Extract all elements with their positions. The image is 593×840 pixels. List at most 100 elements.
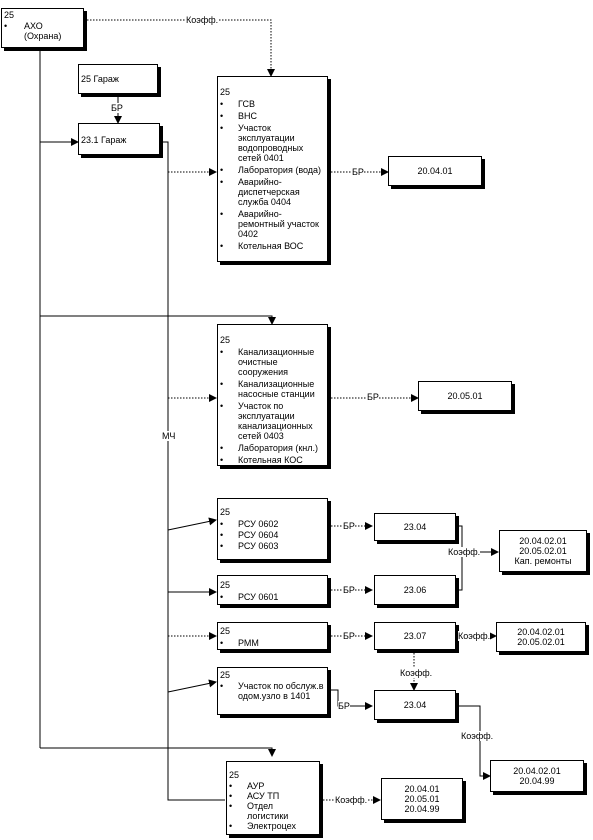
- box-sewer-code: 25: [220, 335, 231, 345]
- box-water: 25 ГСВ ВНС Участок эксплуатации водопров…: [217, 76, 328, 262]
- box-2304-title: 23.04: [403, 522, 427, 532]
- box-2306: 23.06: [374, 575, 456, 605]
- list-item: Аварийно-ремонтный участок 0402: [218, 209, 326, 239]
- box-rsu-3: 25 РСУ 0602 РСУ 0604 РСУ 0603: [217, 498, 328, 560]
- box-kap-remont: 20.04.02.01 20.05.02.01 Кап. ремонты: [499, 530, 587, 572]
- list-item: Отдел логистики: [227, 801, 297, 821]
- list-item: Аварийно-диспетчерская служба 0404: [218, 177, 326, 207]
- label-koef-b2304: Коэфф.: [461, 731, 494, 741]
- connector-mch-vodouzel: [167, 679, 217, 693]
- box-line: Кап. ремонты: [514, 556, 572, 566]
- box-line: 20.04.99: [404, 804, 440, 814]
- list-item: РСУ 0601: [218, 592, 326, 602]
- box-line: 20.05.02.01: [517, 637, 565, 647]
- box-water-code: 25: [220, 87, 231, 97]
- box-kap-remont-lines: 20.04.02.01 20.05.02.01 Кап. ремонты: [515, 536, 572, 566]
- box-rsu-0601-list: РСУ 0601: [218, 592, 326, 602]
- list-item: Канализационные насосные станции: [218, 379, 326, 399]
- box-sewer: 25 Канализационные очистные сооружения К…: [217, 324, 328, 466]
- label-br-sewer: БР: [367, 392, 379, 402]
- box-aup-list: АУР АСУ ТП Отдел логистики Электроцех: [227, 781, 319, 831]
- box-line: 20.04.02.01: [519, 536, 567, 546]
- box-line: 20.05.01: [404, 794, 440, 804]
- label-br-water: БР: [352, 167, 364, 177]
- box-2307-title: 23.07: [403, 631, 427, 641]
- box-axo-code: 25: [4, 10, 15, 20]
- box-result-200501: 20.05.01: [418, 381, 512, 411]
- label-br-garage: БР: [111, 103, 123, 113]
- label-br-rsu1: БР: [343, 585, 355, 595]
- box-2304-second-title: 23.04: [403, 700, 427, 710]
- connector-b2304-result: [456, 705, 491, 780]
- label-br-vodouzel: БР: [338, 701, 350, 711]
- box-vodouzel-list: Участок по обслуж.водом.узло в 1401: [218, 681, 326, 701]
- list-item: Котельная КОС: [218, 455, 326, 465]
- connector-axo-koef: [84, 19, 275, 77]
- box-aup-result-lines: 20.04.01 20.05.01 20.04.99: [404, 784, 439, 814]
- list-item: АСУ ТП: [227, 791, 319, 801]
- box-2307-result: 20.04.02.01 20.05.02.01: [496, 622, 586, 652]
- box-vodouzel: 25 Участок по обслуж.водом.узло в 1401: [217, 667, 328, 715]
- list-item: Котельная ВОС: [218, 241, 326, 251]
- list-item: АУР: [227, 781, 319, 791]
- label-mch: МЧ: [162, 431, 176, 441]
- list-item: РММ: [218, 638, 326, 648]
- box-axo: 25 АХО (Охрана): [1, 8, 84, 48]
- box-garage-231: 23.1 Гараж: [78, 123, 160, 155]
- list-item: Лаборатория (вода): [218, 165, 326, 175]
- box-water-list: ГСВ ВНС Участок эксплуатации водопроводн…: [218, 99, 326, 251]
- box-2304-second: 23.04: [374, 690, 456, 720]
- box-axo-list: АХО (Охрана): [2, 21, 84, 41]
- label-koef-aup: Коэфф.: [335, 795, 368, 805]
- box-2304-second-result-lines: 20.04.02.01 20.04.99: [513, 766, 561, 786]
- box-result-200401-title: 20.04.01: [417, 166, 453, 176]
- list-item: Электроцех: [227, 821, 319, 831]
- list-item: РСУ 0602: [218, 519, 326, 529]
- box-line: 20.04.02.01: [513, 766, 561, 776]
- label-koef-2307: Коэфф.: [458, 631, 491, 641]
- connector-2306-kap: [456, 552, 463, 591]
- label-koef-kap: Коэфф.: [448, 547, 481, 557]
- box-rsu-0601-code: 25: [220, 580, 231, 590]
- box-2306-title: 23.06: [403, 585, 427, 595]
- list-item: Участок эксплуатации водопроводных сетей…: [218, 123, 326, 163]
- box-result-200501-title: 20.05.01: [447, 391, 483, 401]
- list-item: РСУ 0603: [218, 541, 326, 551]
- connector-vodouzel-b2304: [328, 689, 373, 710]
- list-item: Участок по обслуж.водом.узло в 1401: [218, 681, 326, 701]
- box-sewer-list: Канализационные очистные сооружения Кана…: [218, 347, 326, 465]
- box-2307: 23.07: [374, 622, 456, 650]
- list-item: Лаборатория (кнл.): [218, 443, 326, 453]
- connector-mch-trunk: [160, 141, 225, 801]
- box-rsu-3-list: РСУ 0602 РСУ 0604 РСУ 0603: [218, 519, 326, 551]
- list-item: Канализационные очистные сооружения: [218, 347, 326, 377]
- box-2304: 23.04: [374, 513, 456, 541]
- box-line: 20.04.02.01: [517, 627, 565, 637]
- connector-mch-rsu3: [167, 517, 217, 531]
- box-rsu-3-code: 25: [220, 507, 231, 517]
- box-rmm: 25 РММ: [217, 622, 328, 650]
- connector-trunk-sewer: [40, 315, 276, 325]
- box-garage-231-title: 23.1 Гараж: [81, 135, 127, 145]
- box-aup-code: 25: [229, 770, 240, 780]
- box-result-200401: 20.04.01: [388, 156, 482, 186]
- box-vodouzel-code: 25: [220, 670, 231, 680]
- list-item: ВНС: [218, 111, 326, 121]
- connector-trunk-aup: [40, 747, 276, 757]
- box-rmm-code: 25: [220, 626, 231, 636]
- box-garage-25-title: 25 Гараж: [81, 74, 119, 84]
- label-br-rsu3: БР: [343, 521, 355, 531]
- label-koef-2307-down: Коэфф.: [400, 668, 433, 678]
- list-item: РСУ 0604: [218, 530, 326, 540]
- box-2307-result-lines: 20.04.02.01 20.05.02.01: [517, 627, 565, 647]
- box-2304-second-result: 20.04.02.01 20.04.99: [490, 760, 584, 792]
- box-garage-25: 25 Гараж: [78, 64, 158, 94]
- box-line: 20.04.01: [404, 784, 440, 794]
- box-aup-result: 20.04.01 20.05.01 20.04.99: [381, 778, 463, 820]
- list-item: Участок по эксплуатации канализационных …: [218, 401, 326, 441]
- list-item: ГСВ: [218, 99, 326, 109]
- box-rsu-0601: 25 РСУ 0601: [217, 575, 328, 605]
- label-br-rmm: БР: [343, 631, 355, 641]
- box-line: 20.04.99: [519, 776, 555, 786]
